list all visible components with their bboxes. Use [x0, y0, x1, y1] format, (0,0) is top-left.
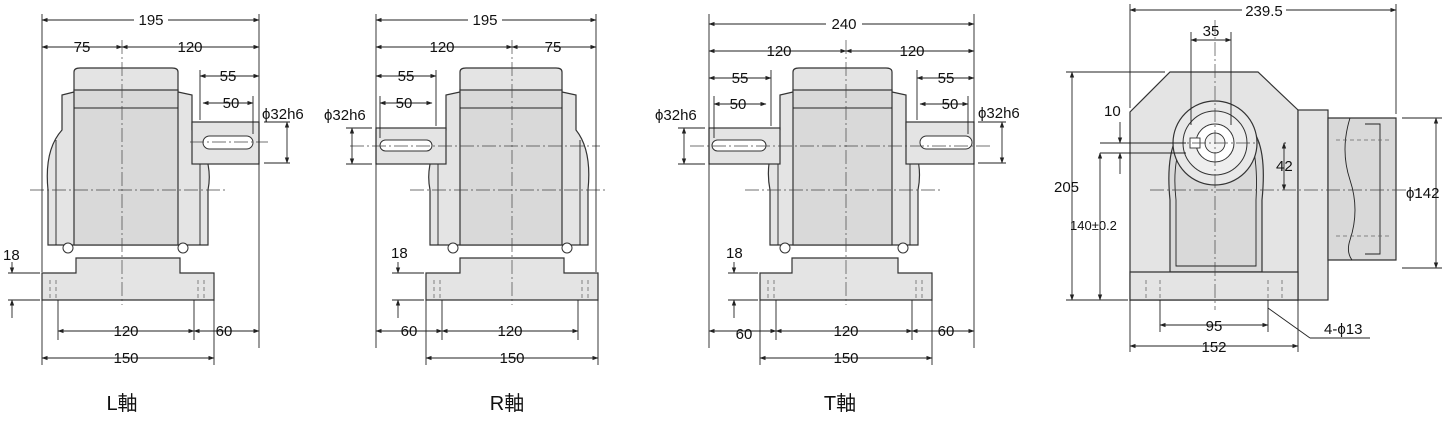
- view-t: 240 120 120 55 50 55 50 ϕ32h6 ϕ32h6 18 6…: [655, 14, 1020, 415]
- side-key-dim: 10: [1104, 103, 1121, 120]
- side-flange-diameter-dim: ϕ142: [1406, 185, 1439, 202]
- r-right-dim: 75: [545, 39, 562, 56]
- side-center-height-dim: 140±0.2: [1070, 218, 1117, 233]
- t-right-dim: 120: [899, 43, 924, 60]
- l-overall-dim: 195: [138, 12, 163, 29]
- t-right-shaft-length-dim: 55: [938, 70, 955, 87]
- l-foot-height-dim: 18: [3, 247, 20, 264]
- t-view-caption: T軸: [824, 392, 856, 415]
- t-overall-dim: 240: [831, 16, 856, 33]
- r-shaft-diameter-dim: ϕ32h6: [324, 107, 366, 124]
- t-left-shaft-offset-dim: 60: [736, 326, 753, 343]
- r-shaft-length-dim: 55: [398, 68, 415, 85]
- l-shaft-diameter-dim: ϕ32h6: [262, 106, 304, 123]
- l-base-width-dim: 150: [113, 350, 138, 367]
- housing-t: [690, 40, 990, 305]
- r-foot-span-dim: 120: [497, 323, 522, 340]
- t-foot-height-dim: 18: [726, 245, 743, 262]
- r-foot-height-dim: 18: [391, 245, 408, 262]
- side-base-width-dim: 152: [1201, 339, 1226, 356]
- r-shaft-offset-dim: 60: [401, 323, 418, 340]
- t-base-width-dim: 150: [833, 350, 858, 367]
- t-left-key-length-dim: 50: [730, 96, 747, 113]
- l-shaft-length-dim: 55: [220, 68, 237, 85]
- side-offset-dim: 42: [1276, 158, 1293, 175]
- t-foot-span-dim: 120: [833, 323, 858, 340]
- l-view-caption: L軸: [106, 392, 137, 415]
- view-l: 195 75 120 55 50 ϕ32h6 18 120 60 150 L軸: [3, 10, 304, 415]
- side-foot-span-dim: 95: [1206, 318, 1223, 335]
- l-right-dim: 120: [177, 39, 202, 56]
- housing-side: [1129, 20, 1420, 310]
- r-key-length-dim: 50: [396, 95, 413, 112]
- housing-l: [30, 40, 268, 305]
- t-right-shaft-offset-dim: 60: [938, 323, 955, 340]
- l-left-dim: 75: [74, 39, 91, 56]
- t-left-shaft-length-dim: 55: [732, 70, 749, 87]
- view-r: 195 120 75 55 50 ϕ32h6 18 60 120 150 R軸: [324, 10, 605, 415]
- side-overall-dim: 239.5: [1245, 3, 1283, 20]
- side-height-dim: 205: [1054, 179, 1079, 196]
- view-side: 239.5 35 10 205 140±0.2 42 ϕ142 95 152 4…: [1054, 1, 1442, 356]
- r-view-caption: R軸: [490, 392, 524, 415]
- t-right-key-length-dim: 50: [942, 96, 959, 113]
- r-base-width-dim: 150: [499, 350, 524, 367]
- r-left-dim: 120: [429, 39, 454, 56]
- l-key-length-dim: 50: [223, 95, 240, 112]
- t-right-shaft-diameter-dim: ϕ32h6: [978, 105, 1020, 122]
- housing-r: [350, 40, 605, 305]
- r-overall-dim: 195: [472, 12, 497, 29]
- l-foot-span-dim: 120: [113, 323, 138, 340]
- side-holes-dim: 4-ϕ13: [1324, 321, 1362, 338]
- t-left-shaft-diameter-dim: ϕ32h6: [655, 107, 697, 124]
- l-shaft-offset-dim: 60: [216, 323, 233, 340]
- t-left-dim: 120: [766, 43, 791, 60]
- side-shaft-width-dim: 35: [1203, 23, 1220, 40]
